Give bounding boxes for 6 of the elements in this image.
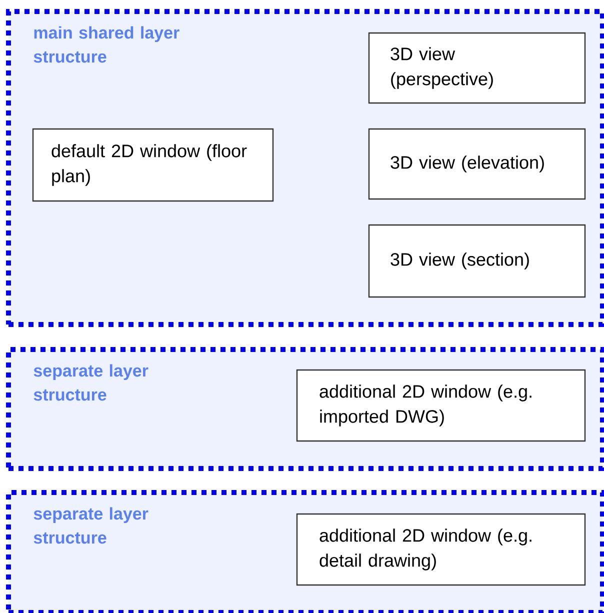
view-box: additional 2D window (e.g. detail drawing) xyxy=(296,513,586,586)
view-box: default 2D window (floor plan) xyxy=(32,128,274,202)
view-box: 3D view (section) xyxy=(368,224,586,298)
view-box: additional 2D window (e.g. imported DWG) xyxy=(296,369,586,442)
view-box: 3D view (elevation) xyxy=(368,128,586,200)
view-box: 3D view (perspective) xyxy=(368,32,586,104)
